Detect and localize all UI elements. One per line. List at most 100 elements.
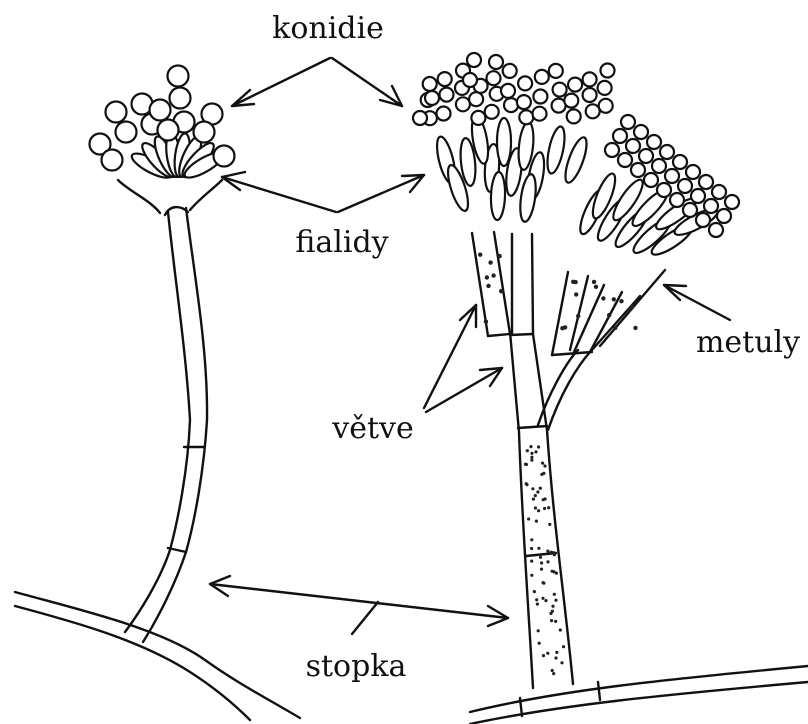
arrow-fialidy-left: [222, 172, 336, 212]
granule: [540, 568, 543, 571]
conidium: [463, 73, 477, 87]
conidium: [665, 169, 679, 183]
conidium: [583, 72, 597, 86]
granule: [534, 450, 537, 453]
conidium: [657, 183, 671, 197]
granule: [553, 593, 556, 596]
conidium: [583, 88, 597, 102]
conidium: [717, 209, 731, 223]
conidium: [471, 111, 485, 125]
conidium: [467, 53, 481, 67]
granule: [537, 509, 540, 512]
granule: [484, 320, 488, 324]
arrow-fialidy-right: [338, 175, 424, 212]
conidium: [519, 110, 533, 124]
conidium: [725, 195, 739, 209]
conidium: [503, 64, 517, 78]
arrow-vetve-upper: [424, 305, 476, 408]
conidium: [194, 122, 215, 143]
granule: [563, 325, 567, 329]
granule: [613, 326, 617, 330]
conidium: [601, 64, 615, 78]
granule: [526, 449, 529, 452]
granule: [525, 482, 528, 485]
conidium: [553, 83, 567, 97]
granule: [530, 538, 533, 541]
conidium: [712, 185, 726, 199]
granule: [546, 550, 549, 553]
granule: [546, 652, 549, 655]
conidium: [413, 111, 427, 125]
granule: [601, 296, 605, 300]
conidium: [634, 125, 648, 139]
granule: [486, 284, 490, 288]
granule: [534, 506, 537, 509]
conidium: [670, 193, 684, 207]
conidium: [106, 102, 127, 123]
granule: [551, 669, 554, 672]
conidium: [437, 107, 451, 121]
conidium: [567, 109, 581, 123]
granule: [607, 313, 611, 317]
granule: [544, 599, 547, 602]
granule: [554, 620, 557, 623]
granule: [530, 452, 533, 455]
granule: [543, 507, 546, 510]
conidium: [116, 122, 137, 143]
conidium: [456, 97, 470, 111]
granule: [530, 560, 533, 563]
label-stopka: stopka: [306, 649, 407, 684]
conidium: [696, 213, 710, 227]
granule: [562, 645, 565, 648]
granule: [541, 597, 544, 600]
left-substrate-hypha: [15, 592, 300, 720]
granule: [497, 254, 501, 258]
conidium: [709, 223, 723, 237]
granule: [548, 523, 551, 526]
granule: [594, 285, 598, 289]
conidium: [673, 155, 687, 169]
granule: [532, 498, 535, 501]
granule: [529, 445, 532, 448]
granule: [531, 487, 534, 490]
phialide: [561, 135, 591, 185]
conidium: [533, 107, 547, 121]
conidium: [489, 55, 503, 69]
granule: [541, 462, 544, 465]
conidium: [683, 203, 697, 217]
granule: [559, 628, 562, 631]
granule: [533, 590, 536, 593]
granule: [619, 299, 623, 303]
label-fialidy: fialidy: [295, 225, 388, 260]
granule: [549, 612, 552, 615]
phialide: [490, 172, 506, 220]
conidium: [533, 90, 547, 104]
label-vetve: větve: [331, 411, 413, 446]
conidium: [605, 143, 619, 157]
arrow-stopka: [210, 576, 508, 634]
granule: [491, 273, 495, 277]
granule: [576, 314, 580, 318]
conidium: [102, 150, 123, 171]
conidium: [699, 175, 713, 189]
conidium: [568, 78, 582, 92]
granule: [612, 297, 616, 301]
conidium: [598, 81, 612, 95]
granule: [542, 582, 545, 585]
label-metuly: metuly: [696, 325, 800, 360]
granule: [525, 463, 528, 466]
granule: [478, 253, 482, 257]
granule: [535, 520, 538, 523]
phialide: [518, 173, 539, 222]
conidium: [686, 165, 700, 179]
granule: [542, 654, 545, 657]
left-stipe: [125, 208, 207, 642]
conidium: [150, 100, 171, 121]
granule: [630, 304, 634, 308]
conidium: [704, 199, 718, 213]
granule: [537, 547, 540, 550]
granule: [485, 275, 489, 279]
granule: [553, 553, 556, 556]
